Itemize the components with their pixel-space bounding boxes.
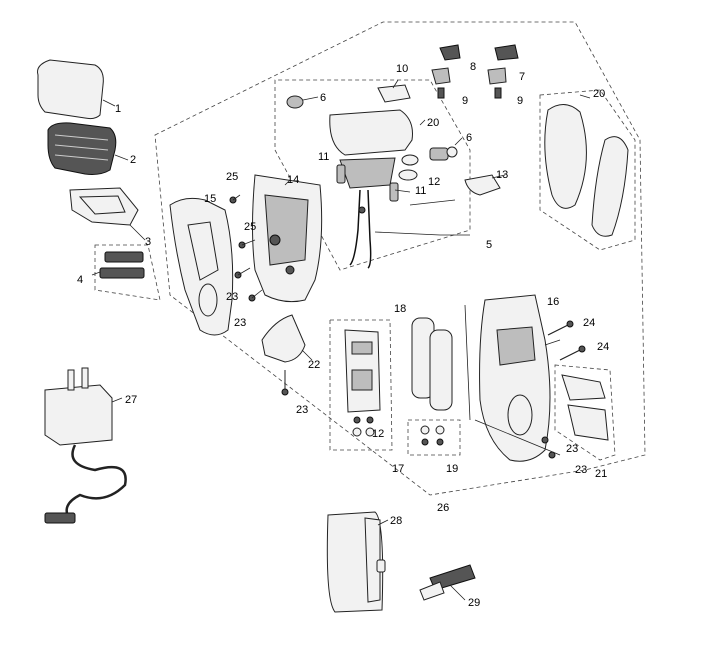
part-switch-cover xyxy=(561,374,609,441)
callout-8: 8 xyxy=(470,61,476,73)
callout-18: 18 xyxy=(394,303,406,315)
part-button-right xyxy=(429,137,463,161)
callout-23d: 23 xyxy=(566,443,578,455)
callout-26: 26 xyxy=(437,502,449,514)
part-side-covers xyxy=(544,104,629,237)
callout-21: 21 xyxy=(595,468,607,480)
callout-19: 19 xyxy=(446,463,458,475)
callout-6b: 6 xyxy=(466,132,472,144)
callout-2: 2 xyxy=(130,154,136,166)
part-spring-clip xyxy=(377,79,411,103)
callout-20a: 20 xyxy=(427,117,439,129)
group-outline-26 xyxy=(154,21,646,496)
part-chassis xyxy=(252,174,323,303)
callout-27: 27 xyxy=(125,394,137,406)
callout-9b: 9 xyxy=(517,95,523,107)
callout-24b: 24 xyxy=(597,341,609,353)
callout-14: 14 xyxy=(287,174,299,186)
part-foil-cover xyxy=(37,59,116,120)
callout-24a: 24 xyxy=(583,317,595,329)
part-ac-adapter xyxy=(44,367,127,524)
group-outline-19 xyxy=(407,419,461,456)
callout-6a: 6 xyxy=(320,92,326,104)
callout-12b: 12 xyxy=(372,428,384,440)
callout-12a: 12 xyxy=(428,176,440,188)
callout-10: 10 xyxy=(396,63,408,75)
part-o-ring xyxy=(398,169,418,181)
part-latch xyxy=(464,174,506,196)
callout-29: 29 xyxy=(468,597,480,609)
callout-5: 5 xyxy=(486,239,492,251)
leader-lines xyxy=(374,94,591,456)
part-front-case xyxy=(169,197,234,336)
part-head-assembly xyxy=(329,109,419,269)
callout-16: 16 xyxy=(547,296,559,308)
callout-labels: 1 2 3 4 5 6 6 7 8 9 9 10 11 11 12 12 13 … xyxy=(77,61,609,609)
part-inner-blade xyxy=(47,122,129,175)
part-circuit-board xyxy=(344,329,381,437)
callout-11a: 11 xyxy=(318,151,329,163)
callout-23c: 23 xyxy=(296,404,308,416)
group-outline-17 xyxy=(329,319,393,451)
callout-17: 17 xyxy=(392,463,404,475)
callout-25b: 25 xyxy=(244,221,256,233)
part-springs xyxy=(336,164,399,202)
part-button-left xyxy=(286,95,319,109)
group-outline-4 xyxy=(94,244,161,301)
callout-9a: 9 xyxy=(462,95,468,107)
callout-1: 1 xyxy=(115,103,121,115)
part-cleaning-brush xyxy=(419,564,476,601)
callout-3: 3 xyxy=(145,236,151,248)
part-screws-left xyxy=(229,194,263,302)
part-batteries xyxy=(411,317,453,446)
callout-28: 28 xyxy=(390,515,402,527)
part-inner-blades xyxy=(91,251,145,279)
callout-7: 7 xyxy=(519,71,525,83)
callout-11b: 11 xyxy=(415,185,426,197)
part-foil-frame xyxy=(69,187,146,241)
group-outline-21 xyxy=(554,364,616,461)
part-pouch xyxy=(326,511,389,613)
callout-22: 22 xyxy=(308,359,320,371)
part-rear-case xyxy=(479,294,551,462)
callout-4: 4 xyxy=(77,274,83,286)
part-bottom-cap xyxy=(261,314,313,396)
callout-25a: 25 xyxy=(226,171,238,183)
part-screws-right xyxy=(541,320,586,459)
group-outline-20 xyxy=(539,89,636,251)
callout-20b: 20 xyxy=(593,88,605,100)
callout-23a: 23 xyxy=(226,291,238,303)
callout-13: 13 xyxy=(496,169,508,181)
part-clips xyxy=(431,44,519,99)
callout-23b: 23 xyxy=(234,317,246,329)
callout-15: 15 xyxy=(204,193,216,205)
group-outline-5 xyxy=(274,79,471,271)
callout-23e: 23 xyxy=(575,464,587,476)
